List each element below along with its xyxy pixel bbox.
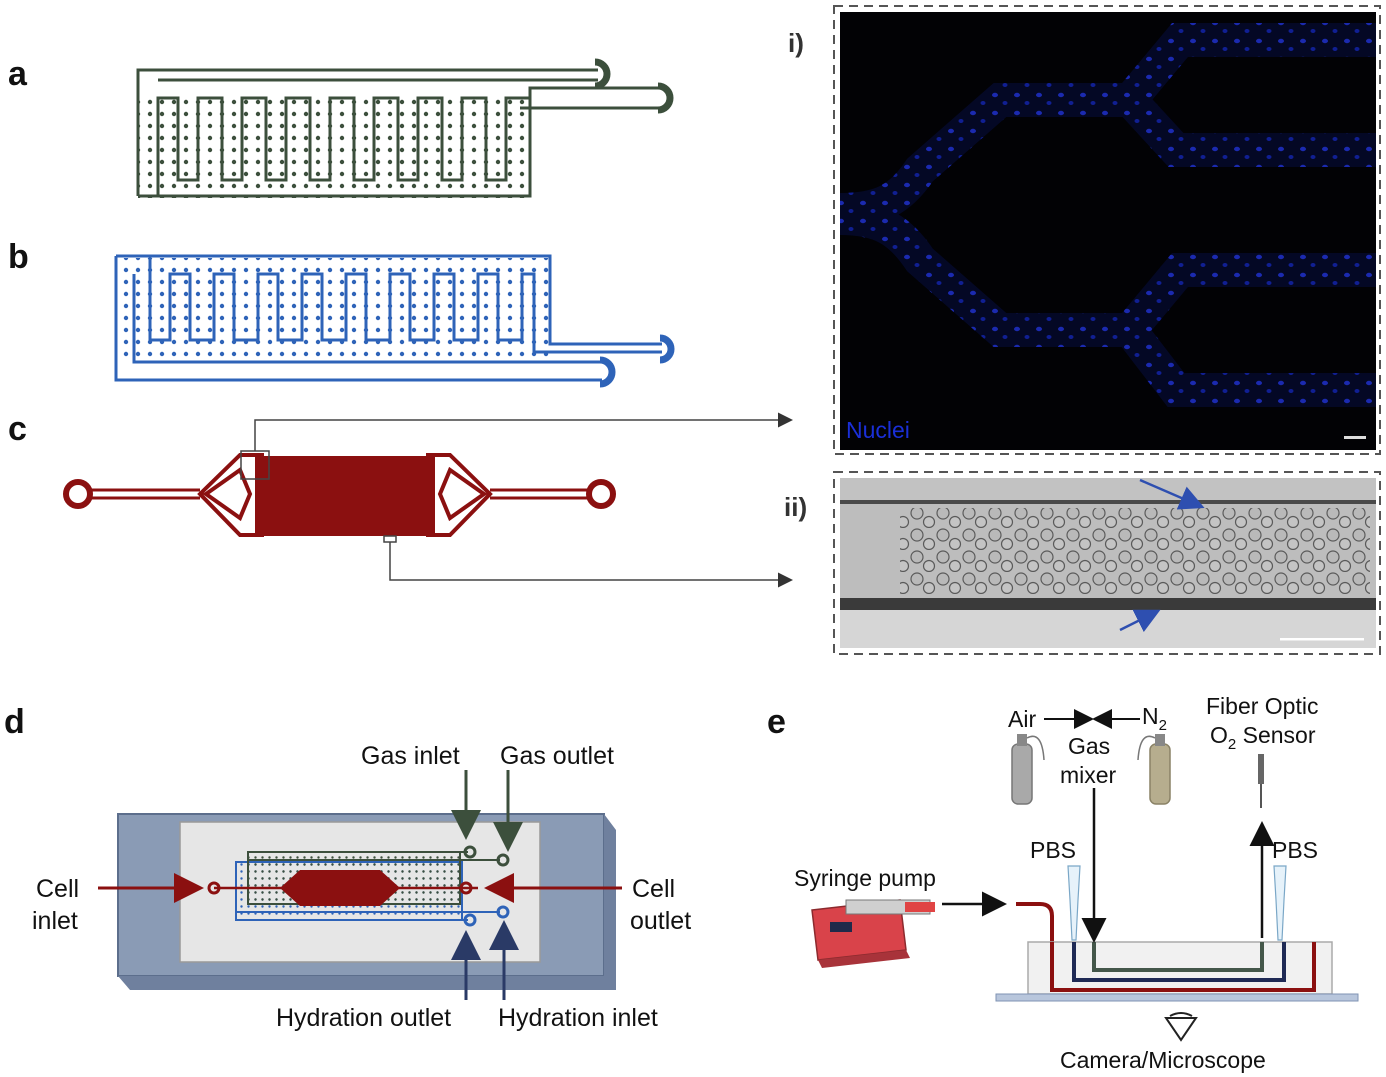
air-tank-icon [1011, 734, 1045, 805]
gas-outlet-label: Gas outlet [500, 742, 614, 770]
subpanel-label-i: i) [788, 28, 804, 58]
pbs-pipette-right-icon [1273, 865, 1287, 941]
camera-label: Camera/Microscope [1060, 1047, 1266, 1073]
device-assembly [117, 813, 616, 990]
n2-tank-icon [1137, 734, 1171, 805]
cell-inlet-label-2: inlet [32, 907, 78, 935]
syringe-pump-label: Syringe pump [794, 865, 936, 891]
gas-mixer-label-2: mixer [1060, 762, 1117, 788]
hydration-outlet-label: Hydration outlet [276, 1004, 451, 1032]
brightfield-micrograph [833, 471, 1381, 655]
panel-label-c: c [8, 410, 27, 448]
hydration-channel-layer [114, 254, 675, 388]
panel-label-e: e [767, 703, 786, 741]
pbs-right-label: PBS [1272, 837, 1318, 863]
subpanel-label-ii: ii) [784, 492, 807, 522]
syringe-pump-icon [811, 899, 935, 968]
gas-channel-layer [136, 58, 674, 198]
nuclei-label: Nuclei [846, 417, 910, 443]
air-label: Air [1008, 706, 1036, 732]
panel-label-d: d [4, 703, 25, 741]
gas-mixer-label-1: Gas [1068, 733, 1110, 759]
pbs-left-label: PBS [1030, 837, 1076, 863]
hydration-inlet-label: Hydration inlet [498, 1004, 658, 1032]
gas-inlet-label: Gas inlet [361, 742, 460, 770]
n2-label: N2 [1142, 703, 1167, 734]
o2-sensor-probe-icon [1258, 754, 1264, 808]
nuclei-micrograph: Nuclei [833, 5, 1381, 455]
panel-label-b: b [8, 238, 29, 276]
sensor-label-2: O2 Sensor [1210, 722, 1316, 753]
setup-device-schematic [995, 941, 1359, 1002]
cell-tubing [1016, 902, 1054, 990]
sensor-label-1: Fiber Optic [1206, 693, 1318, 719]
cell-inlet-label-1: Cell [36, 875, 79, 903]
camera-eye-icon [1164, 1012, 1198, 1042]
cell-outlet-label-2: outlet [630, 907, 691, 935]
cell-channel-layer [63, 412, 793, 588]
cell-outlet-label-1: Cell [632, 875, 675, 903]
pbs-pipette-left-icon [1067, 865, 1081, 941]
panel-label-a: a [8, 55, 28, 93]
